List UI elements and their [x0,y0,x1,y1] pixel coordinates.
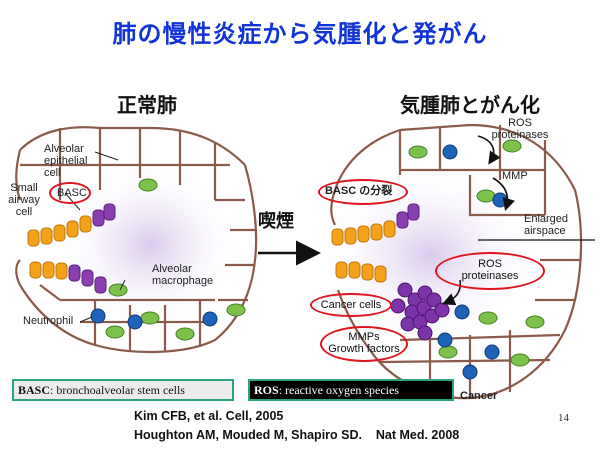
basc-dividing-cells [396,203,420,229]
neutrophils-left [90,308,218,330]
basc-division-highlight [318,179,408,205]
small-airway-lower-cells [29,261,68,280]
basc-cells-left [92,203,116,227]
mmp-label: MMP [502,170,528,182]
mmps-label: MMPs Growth factors [328,331,400,355]
emphysema-lung [320,123,595,400]
ros-term: ROS [254,383,279,397]
small-airway-lower-cells-right [335,261,387,283]
alveolar-epithelial-cells-left [105,178,246,341]
ros-legend-box: ROS: reactive oxygen species [248,379,454,401]
small-airway-label: Small airway cell [8,182,40,218]
ros-proteinases-mid-label: ROS proteinases [461,258,519,282]
normal-lung-heading: 正常肺 [117,93,177,117]
alveolar-epithelial-label: Alveolar epithelial cell [44,143,88,179]
lower-basc-cells-left [68,264,107,294]
alveolar-epithelial-cells-right [408,139,545,367]
basc-legend-box: BASC: bronchoalveolar stem cells [12,379,234,401]
cancer-cells-highlight [310,293,392,317]
cancer-cell-cluster [390,282,450,341]
normal-alveolar-walls [15,126,258,354]
ros-definition: : reactive oxygen species [278,383,399,397]
cancer-cells-label: Cancer cells [320,299,382,311]
basc-term: BASC [18,383,51,397]
basc-left-highlight [49,182,91,204]
smoking-label: 喫煙 [258,211,294,232]
reference-1: Kim CFB, et al. Cell, 2005 [134,409,284,423]
ros-proteinases-highlight [435,252,545,290]
normal-lung [15,126,258,354]
enlarged-airspace-label: Enlarged airspace [524,213,569,237]
page-number: 14 [558,412,569,424]
mmps-highlight [320,326,408,362]
emphysema-heading: 気腫肺とがん化 [400,93,540,117]
basc-left-label: BASC [57,187,87,199]
basc-definition: : bronchoalveolar stem cells [50,383,185,397]
small-airway-upper-cells [27,215,92,247]
alveolar-macrophage-label: Alveolar macrophage [152,263,214,287]
cancer-label: Cancer [460,390,498,402]
reference-2: Houghton AM, Mouded M, Shapiro SD. Nat M… [134,428,460,442]
small-airway-upper-cells-right [331,220,396,246]
slide-title: 肺の慢性炎症から気腫化と発がん [112,20,488,48]
neutrophil-label: Neutrophil [23,315,74,327]
basc-division-label: BASC の分裂 [325,185,393,197]
ros-proteinases-top-label: ROS proteinases [491,117,549,141]
